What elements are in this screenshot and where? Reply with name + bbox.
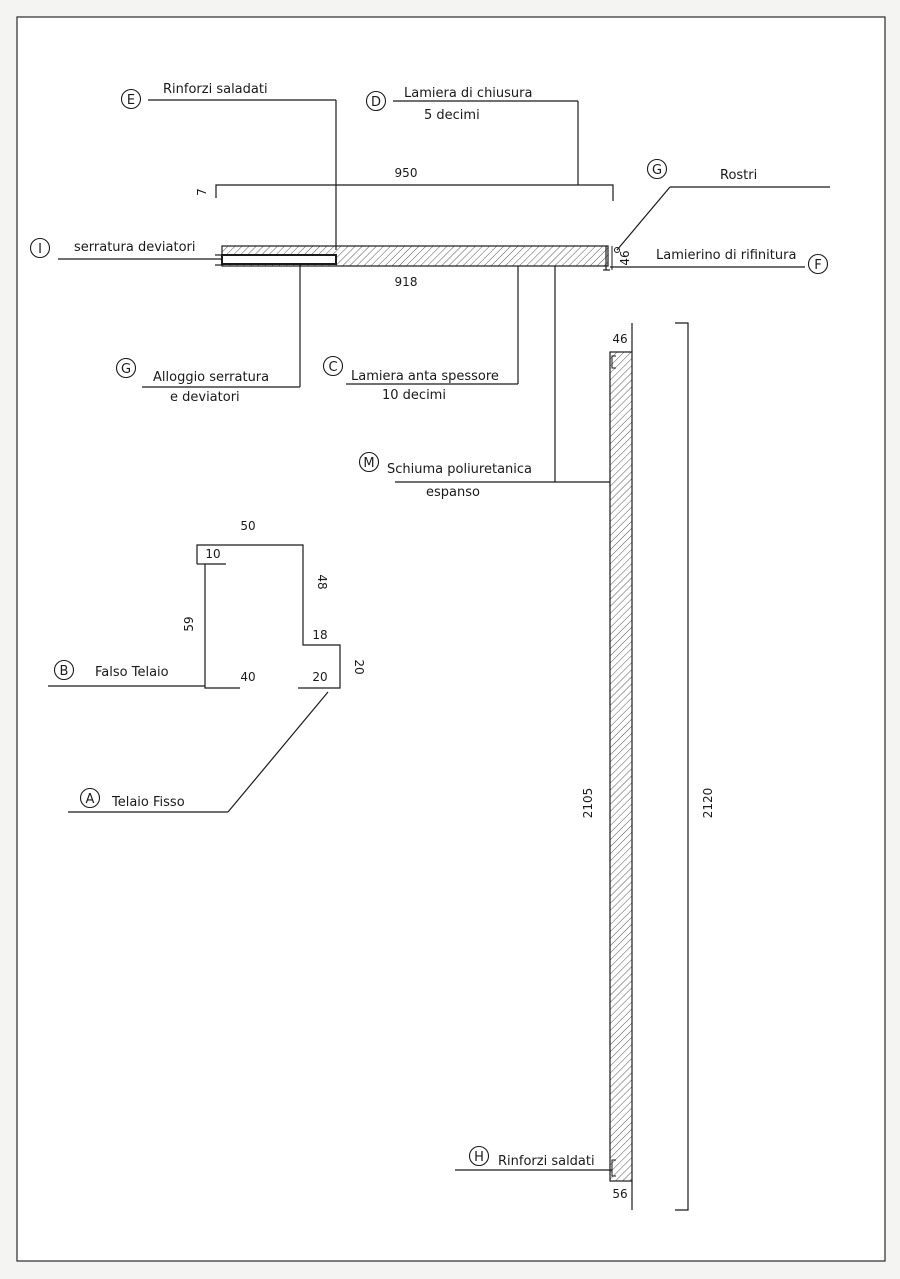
callout-circle-H: [468, 1145, 490, 1167]
dim-48: 48: [315, 574, 329, 589]
callout-circle-D: [365, 90, 387, 112]
callout-letter-D: D: [371, 95, 381, 110]
callout-circle-M: [358, 451, 380, 473]
callout-text2-C: 10 decimi: [382, 388, 446, 403]
callout-letter-G-alloggio: G: [121, 362, 131, 377]
frame-profile-section: 50 10 48 59 18 20 40 20 B Falso Telaio A…: [48, 519, 366, 813]
callout-text-D: Lamiera di chiusura: [404, 86, 532, 101]
door-vertical-section: 2120 2105 46 56 H Rinforzi saldati: [455, 322, 715, 1211]
door-plan-section: 950 7 918 46 E Rinforzi saladati D Lamie…: [29, 82, 830, 500]
dim-20-vertical: 20: [352, 659, 366, 674]
callout-circle-I: [29, 237, 51, 259]
callout-letter-I: I: [38, 242, 42, 257]
callout-circle-B: [53, 659, 75, 681]
dim-2105: 2105: [581, 788, 595, 819]
lock-housing: [221, 254, 337, 265]
dim-918: 918: [395, 275, 418, 289]
door-leaf-vertical: [609, 351, 633, 1182]
callout-text2-M: espanso: [426, 485, 480, 500]
callout-text2-D: 5 decimi: [424, 108, 480, 123]
callout-circle-G-alloggio: [115, 357, 137, 379]
callout-text-C: Lamiera anta spessore: [351, 369, 499, 384]
dim-56: 56: [612, 1187, 627, 1201]
dim-2120: 2120: [701, 788, 715, 819]
callout-text-B: Falso Telaio: [95, 665, 169, 680]
callout-letter-F: F: [814, 258, 821, 273]
callout-circle-G-rostri: [646, 158, 668, 180]
callout-text-E: Rinforzi saladati: [163, 82, 268, 97]
callout-circle-E: [120, 88, 142, 110]
dim-10: 10: [205, 547, 220, 561]
callout-letter-E: E: [127, 93, 135, 108]
callout-letter-H: H: [474, 1150, 484, 1165]
dim-950: 950: [395, 166, 418, 180]
callout-text-I: serratura deviatori: [74, 240, 196, 255]
callout-circle-C: [322, 355, 344, 377]
dim-46-vertical: 46: [612, 332, 627, 346]
dim-50: 50: [240, 519, 255, 533]
callout-text-F: Lamierino di rifinitura: [656, 248, 796, 263]
callout-letter-M: M: [363, 456, 374, 471]
callout-text2-G-alloggio: e deviatori: [170, 390, 240, 405]
callout-text-M: Schiuma poliuretanica: [387, 462, 532, 477]
callout-text-G-alloggio: Alloggio serratura: [153, 370, 269, 385]
dim-7: 7: [195, 188, 209, 196]
callout-letter-A: A: [86, 792, 95, 807]
callout-letter-G-rostri: G: [652, 163, 662, 178]
frame-profile-outline: [196, 544, 341, 689]
drawing-border: [16, 16, 886, 1262]
dim-18: 18: [312, 628, 327, 642]
callout-text-G-rostri: Rostri: [720, 168, 757, 183]
dim-20-horizontal: 20: [312, 670, 327, 684]
dim-40: 40: [240, 670, 255, 684]
dim-46-plan: 46: [618, 250, 632, 265]
callout-text-A: Telaio Fisso: [111, 795, 185, 810]
callout-letter-C: C: [328, 360, 337, 375]
dim-59: 59: [182, 616, 196, 631]
callout-circle-A: [79, 787, 101, 809]
callout-letter-B: B: [60, 664, 69, 679]
callout-circle-F: [807, 253, 829, 275]
callout-text-H: Rinforzi saldati: [498, 1154, 595, 1169]
